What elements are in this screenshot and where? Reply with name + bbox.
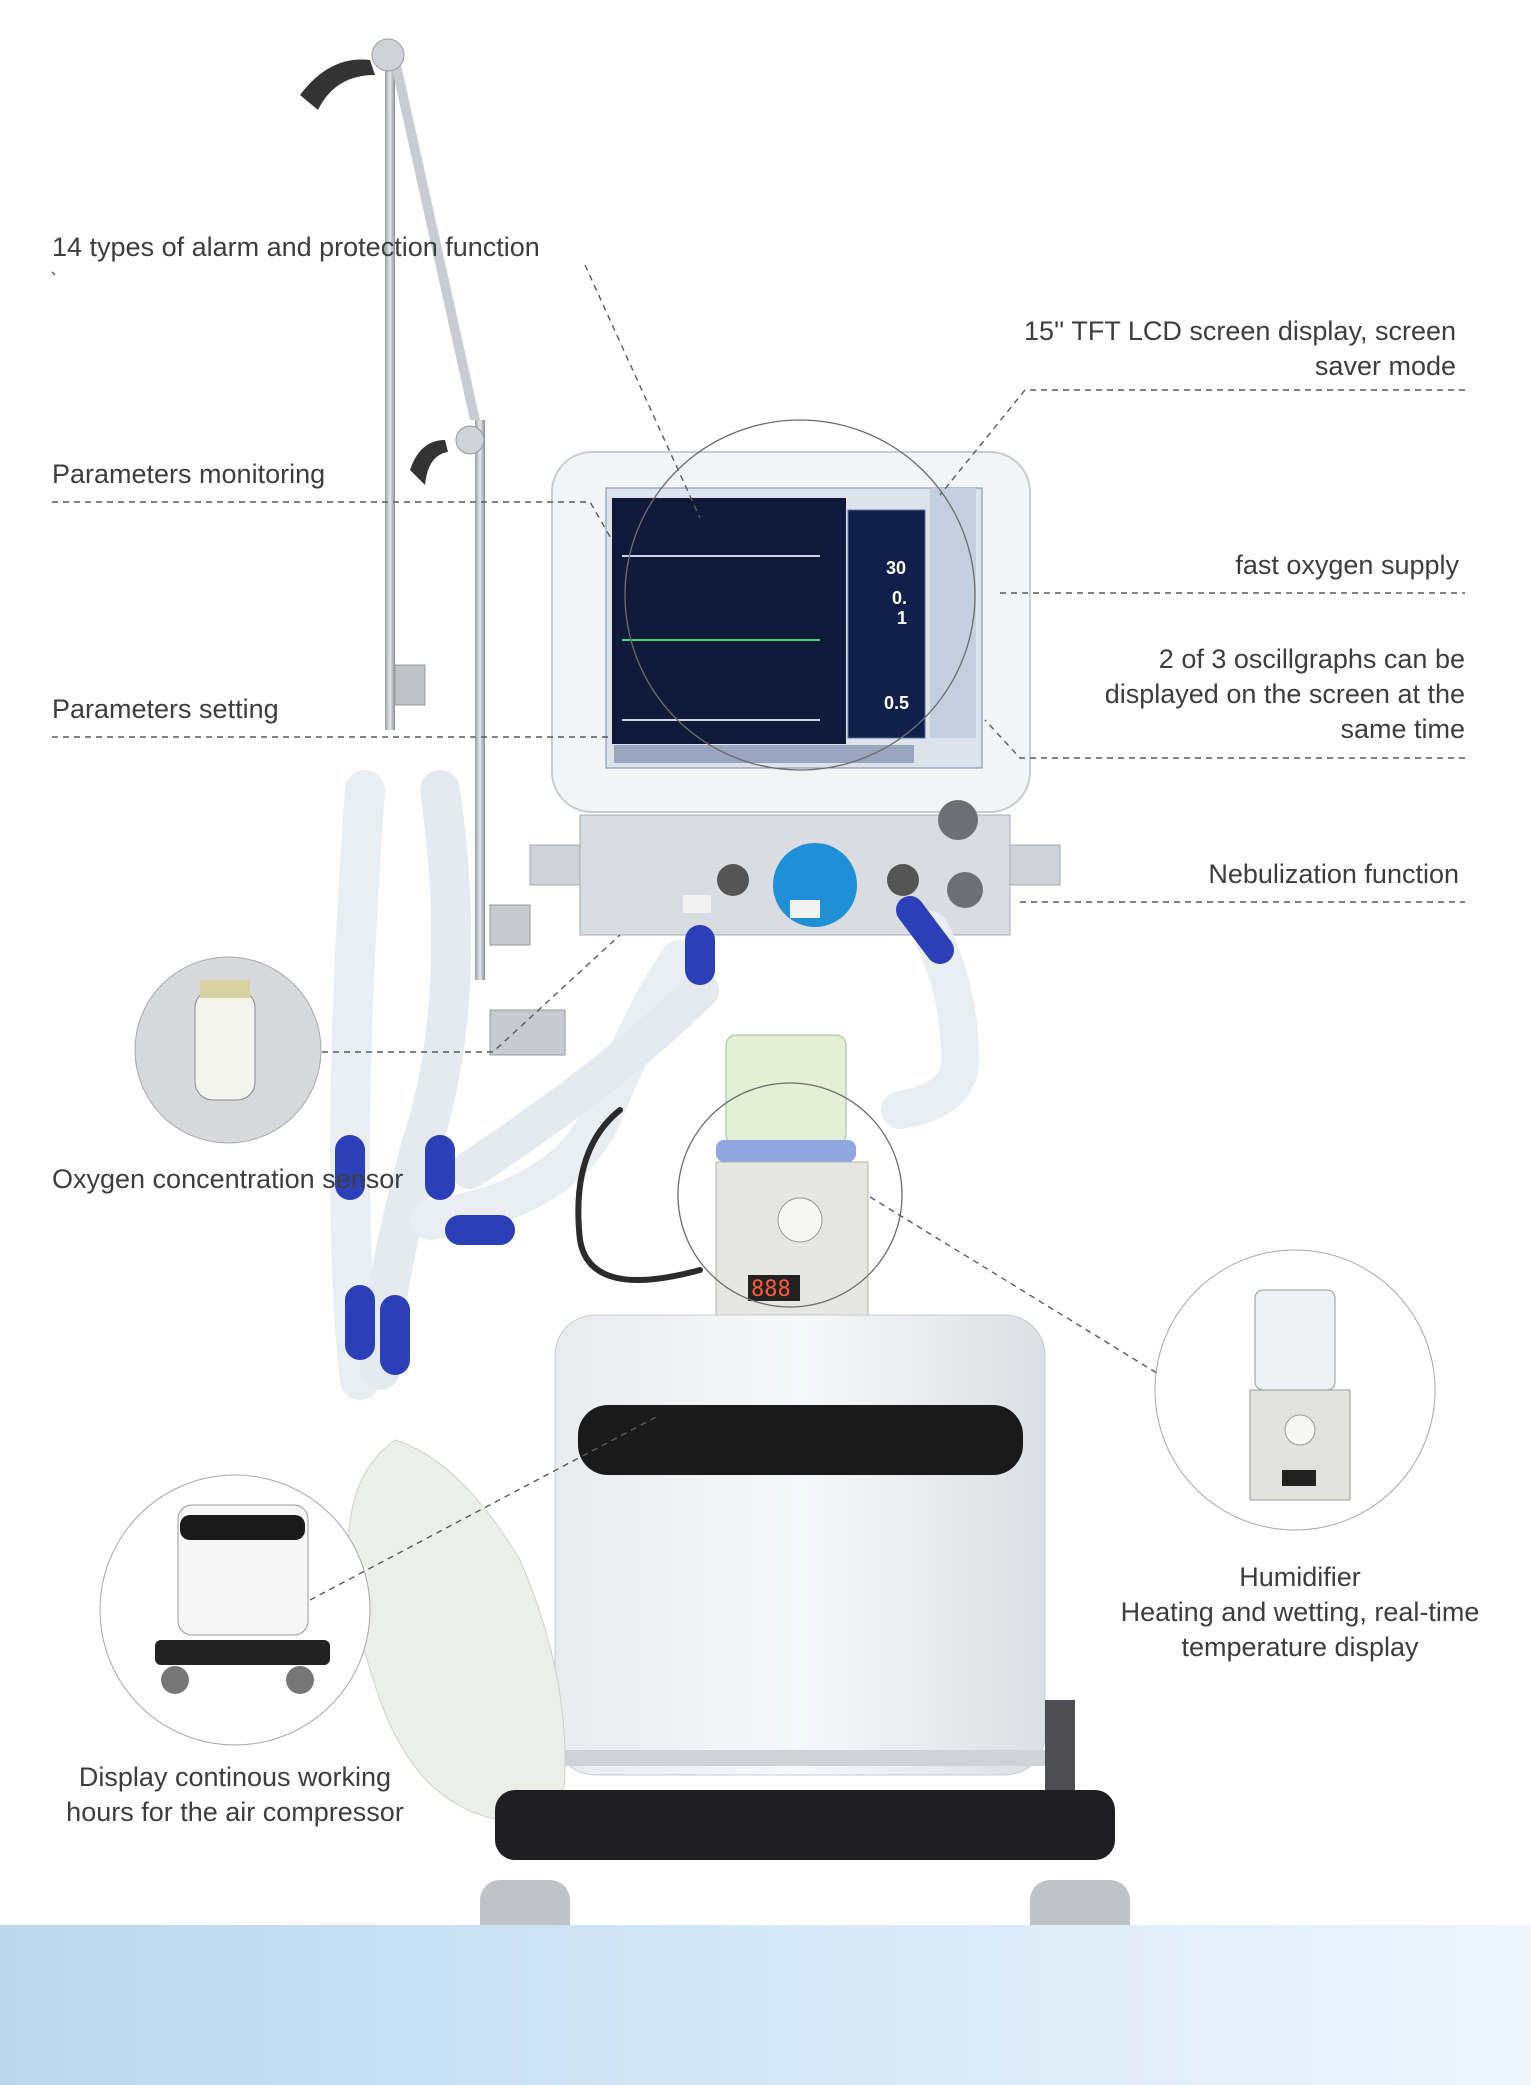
humidifier-callout-title: Humidifier <box>1239 1562 1361 1592</box>
humidifier-inset <box>1154 1249 1436 1531</box>
humidifier-callout-line-2: temperature display <box>1181 1632 1419 1662</box>
humidifier-callout: Humidifier Heating and wetting, real-tim… <box>1100 1560 1500 1665</box>
screen-readout-2: 0. <box>892 588 908 608</box>
oxygen-supply-callout: fast oxygen supply <box>1235 550 1459 580</box>
oscillograph-callout-line-2: displayed on the screen at the <box>1104 679 1465 709</box>
compressor-unit <box>554 1314 1046 1776</box>
callout-leaders <box>51 264 1465 1601</box>
breathing-tubes <box>329 770 980 1400</box>
screen-callout-line-1: 15'' TFT LCD screen display, screen <box>1024 316 1456 346</box>
screen-readout-1: 30 <box>886 558 907 578</box>
oscillograph-callout-line-1: 2 of 3 oscillgraphs can be <box>1158 644 1465 674</box>
humidifier-callout-line-1: Heating and wetting, real-time <box>1120 1597 1480 1627</box>
screen-callout: 15'' TFT LCD screen display, screen save… <box>1024 314 1456 384</box>
screen-readout-4: 0.5 <box>884 693 910 713</box>
screen-highlight-circle <box>624 419 976 771</box>
screen-callout-line-2: saver mode <box>1314 351 1456 381</box>
monitoring-callout: Parameters monitoring <box>52 459 326 489</box>
alarm-callout: 14 types of alarm and protection functio… <box>52 232 540 262</box>
monitor <box>551 451 1031 813</box>
compressor-callout-line-2: hours for the air compressor <box>66 1797 404 1827</box>
setting-callout: Parameters setting <box>52 694 279 724</box>
control-panel <box>529 800 1061 936</box>
compressor-callout: Display continous working hours for the … <box>40 1760 430 1830</box>
humidifier-highlight-circle <box>677 1082 903 1308</box>
oxygen-sensor-callout: Oxygen concentration sensor <box>52 1164 404 1194</box>
oxygen-sensor-inset <box>134 956 322 1144</box>
bottom-gradient-band <box>0 1925 1531 2085</box>
compressor-callout-line-1: Display continous working <box>78 1762 392 1792</box>
nebulization-callout: Nebulization function <box>1208 859 1459 889</box>
oscillograph-callout-line-3: same time <box>1340 714 1465 744</box>
compressor-inset <box>99 1474 371 1746</box>
support-arm <box>300 38 566 1056</box>
oscillograph-callout: 2 of 3 oscillgraphs can be displayed on … <box>1105 642 1465 747</box>
screen-readout-3: 1 <box>897 608 908 628</box>
humidifier: 888 <box>715 1034 869 1331</box>
humidifier-display: 888 <box>751 1277 791 1302</box>
